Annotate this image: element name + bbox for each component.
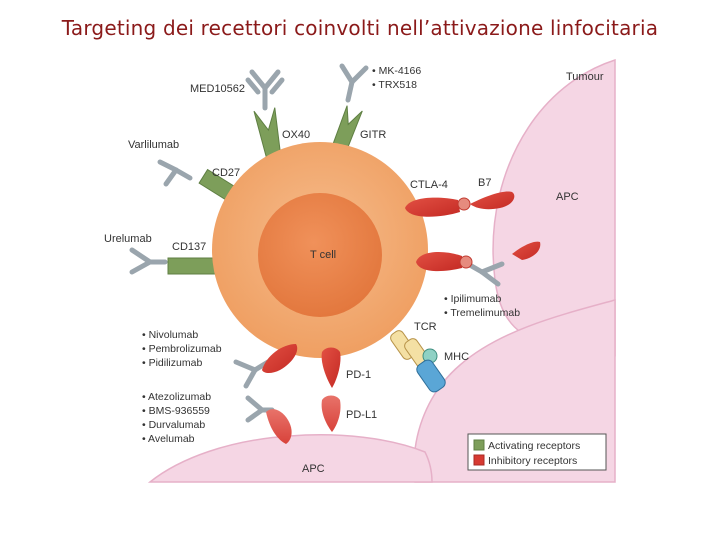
pdl1-drug-4: • Avelumab xyxy=(142,433,195,445)
cd27-label: CD27 xyxy=(212,167,240,179)
pd1-receptor-1 xyxy=(262,344,298,373)
ctla4-drug-2: • Tremelimumab xyxy=(444,307,520,319)
pdl1-label: PD-L1 xyxy=(346,409,377,421)
ox40-label: OX40 xyxy=(282,129,310,141)
t-cell-nucleus xyxy=(258,193,382,317)
legend: Activating receptors Inhibitory receptor… xyxy=(467,433,607,471)
varlilumab-label: Varlilumab xyxy=(128,139,179,151)
b7-ligand-2 xyxy=(512,241,541,260)
antibody-med10562-icon xyxy=(245,69,285,111)
apc-bottom-label: APC xyxy=(302,463,325,475)
mhc-label: MHC xyxy=(444,351,469,363)
antibody-urelumab-icon xyxy=(129,247,168,275)
t-cell-label: T cell xyxy=(310,249,336,261)
b7-ligand-1 xyxy=(470,191,515,210)
ctla4-drug-1: • Ipilimumab xyxy=(444,293,502,305)
antibody-pd1-icon xyxy=(233,359,271,389)
ctla4-receptor-2 xyxy=(416,252,473,272)
tcr-label: TCR xyxy=(414,321,437,333)
b7-label: B7 xyxy=(478,177,491,189)
ctla4-receptor-1 xyxy=(405,197,471,217)
pd1-drug-1: • Nivolumab xyxy=(142,329,198,341)
tumour-label: Tumour xyxy=(566,71,604,83)
mhc-complex xyxy=(416,348,446,393)
legend-activating-label: Activating receptors xyxy=(488,440,580,452)
pd1-label: PD-1 xyxy=(346,369,371,381)
page-title: Targeting dei recettori coinvolti nell’a… xyxy=(61,16,659,40)
cd137-label: CD137 xyxy=(172,241,206,253)
gitr-drug-2: • TRX518 xyxy=(372,79,417,91)
legend-inhibitory-label: Inhibitory receptors xyxy=(488,455,577,467)
med10562-label: MED10562 xyxy=(190,83,245,95)
tcr-complex xyxy=(390,330,430,368)
legend-inhibitory-swatch xyxy=(473,454,485,466)
gitr-drug-1: • MK-4166 xyxy=(372,65,421,77)
pdl1-drug-1: • Atezolizumab xyxy=(142,391,211,403)
pdl1-ligand-1 xyxy=(321,395,341,432)
antibody-gitr-icon xyxy=(339,63,369,103)
pdl1-ligand-2 xyxy=(266,409,292,444)
apc-cell-bottom xyxy=(147,434,433,483)
urelumab-label: Urelumab xyxy=(104,233,152,245)
pd1-drug-2: • Pembrolizumab xyxy=(142,343,222,355)
legend-activating-swatch xyxy=(473,439,485,451)
antibody-varlilumab-icon xyxy=(157,159,193,187)
pd1-receptor-2 xyxy=(321,347,341,388)
pdl1-drug-2: • BMS-936559 xyxy=(142,405,210,417)
pdl1-drug-3: • Durvalumab xyxy=(142,419,205,431)
pd1-drug-3: • Pidilizumab xyxy=(142,357,202,369)
ctla4-label: CTLA-4 xyxy=(410,179,448,191)
apc-right-label: APC xyxy=(556,191,579,203)
gitr-label: GITR xyxy=(360,129,386,141)
